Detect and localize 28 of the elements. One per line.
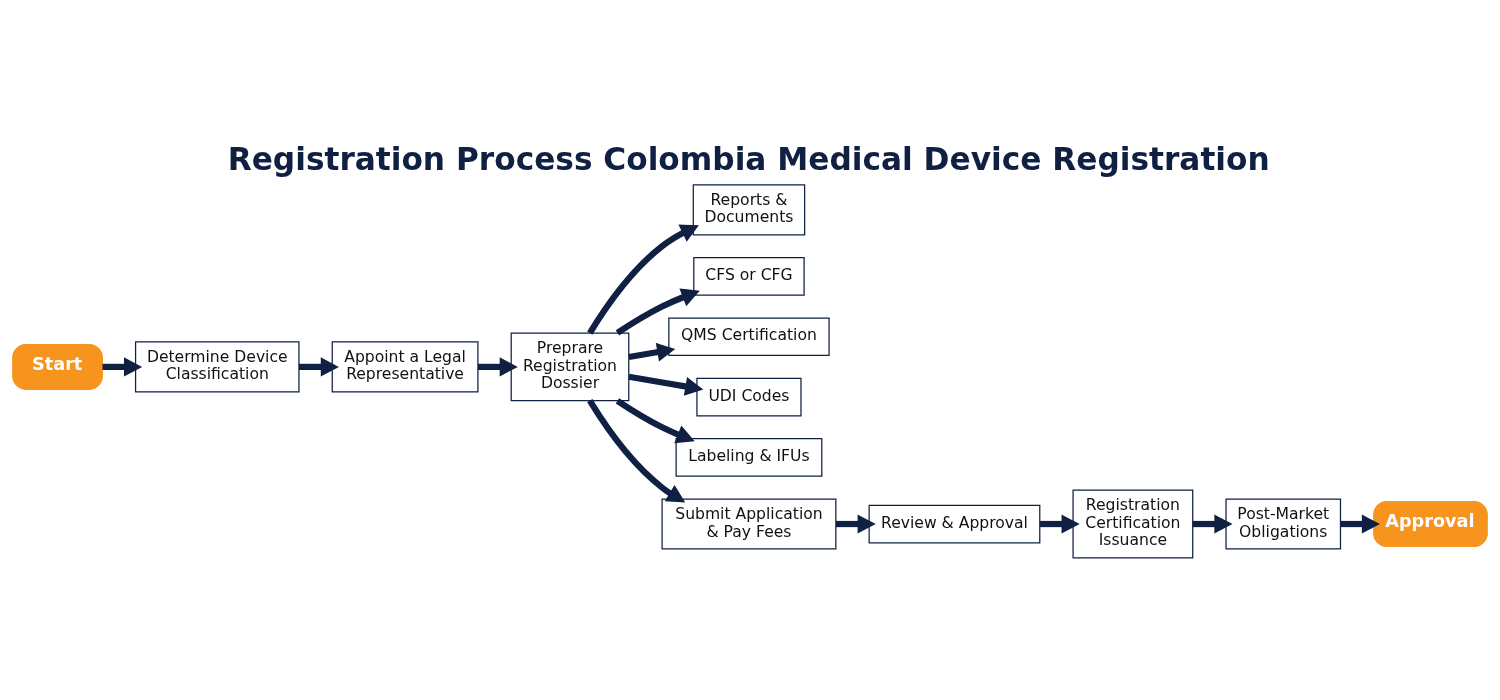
node-box: UDI Codes	[696, 377, 802, 417]
node-box: CFS or CFG	[693, 257, 805, 296]
arrow	[587, 399, 686, 503]
arrow	[478, 357, 518, 377]
node-box: Appoint a Legal Representative	[331, 341, 479, 393]
node-box: Determine Device Classification	[134, 341, 300, 393]
arrow	[1340, 514, 1380, 534]
arrow	[298, 357, 339, 377]
arrow	[1040, 514, 1080, 534]
arrow	[1192, 514, 1233, 534]
node-box: Preprare Registration Dossier	[510, 332, 630, 402]
arrow	[836, 514, 876, 534]
arrow	[628, 342, 676, 362]
diagram-title: Registration Process Colombia Medical Device Registration	[227, 141, 1270, 178]
node-box: Reports & Documents	[692, 184, 806, 236]
arrow	[628, 373, 704, 396]
node-box: Approval	[1373, 501, 1488, 547]
arrow	[615, 398, 695, 444]
node-box: Labeling & IFUs	[675, 438, 823, 477]
arrow	[102, 357, 143, 377]
node-box: Registration Certification Issuance	[1072, 489, 1194, 559]
node-box: Review & Approval	[868, 504, 1041, 544]
arrow	[615, 288, 700, 336]
node-box: QMS Certification	[668, 317, 830, 357]
node-box: Post-Market Obligations	[1225, 498, 1342, 550]
arrow	[587, 224, 699, 335]
node-box: Submit Application & Pay Fees	[661, 498, 837, 550]
node-box: Start	[12, 343, 103, 390]
